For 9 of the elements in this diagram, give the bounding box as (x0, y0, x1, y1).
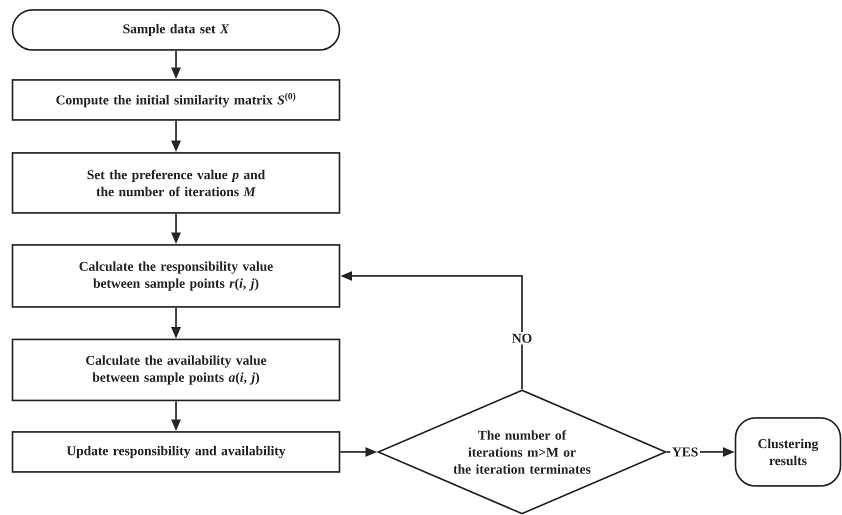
terminal-box: Sample data set X (12, 9, 340, 51)
process-box: Calculate the responsibility value between sample points r(i, j) (12, 244, 340, 308)
process-box: Set the preference value p and the number of iterations M (12, 152, 340, 214)
edge-label: YES (670, 446, 700, 458)
terminal-box: Clustering results (734, 417, 842, 487)
process-box: Compute the initial similarity matrix S$^{(0)}$ (12, 79, 340, 121)
edge-label: NO (510, 332, 534, 345)
process-box: Update responsibility and availability (12, 431, 340, 473)
process-box: Calculate the availability value between sample points a(i, j) (12, 338, 340, 402)
